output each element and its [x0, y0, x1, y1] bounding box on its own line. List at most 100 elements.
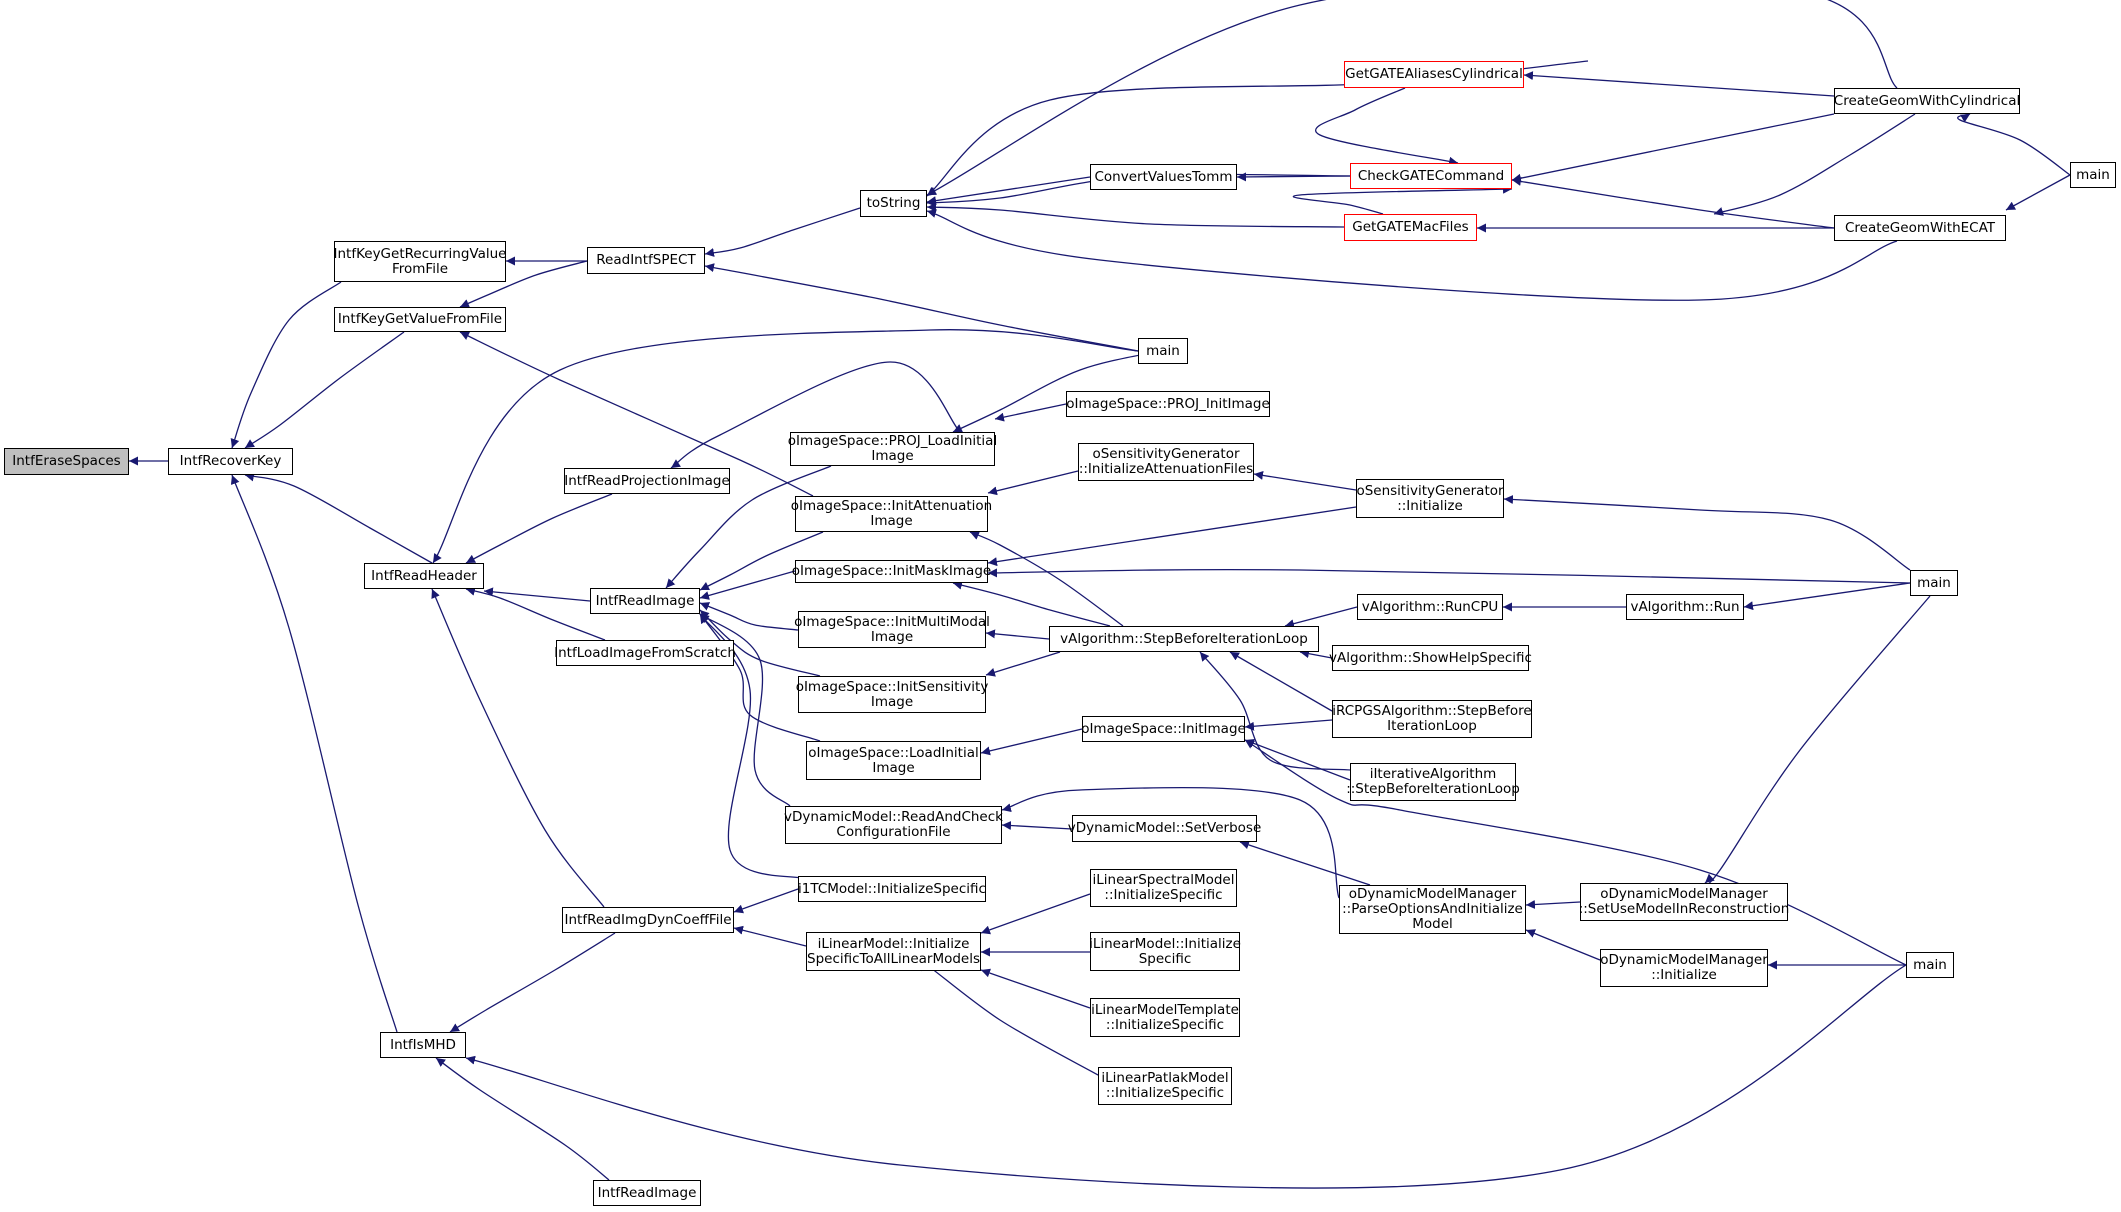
node-label-line: oImageSpace::InitMaskImage [791, 563, 992, 579]
function-node-ilinearspectralmodel-initializespecific-n30[interactable]: iLinearSpectralModel::InitializeSpecific [1090, 869, 1237, 907]
function-node-osensitivitygenerator-initializeattenuationfiles-n26[interactable]: oSensitivityGenerator::InitializeAttenua… [1078, 443, 1254, 481]
call-edge-n36-to-n34 [1292, 184, 1513, 215]
call-edge-n32-to-n23 [980, 968, 1091, 1009]
function-node-iiterativealgorithm-stepbeforeiterationloop-n41[interactable]: iIterativeAlgorithm::StepBeforeIteration… [1346, 763, 1520, 801]
function-node-tostring-n13[interactable]: toString [860, 190, 927, 217]
call-edge-n43-to-n13 [926, 0, 1898, 196]
function-node-odynamicmodelmanager-parseoptionsandinitializemodel-n42[interactable]: oDynamicModelManager::ParseOptionsAndIni… [1339, 885, 1526, 934]
call-edge-n27-to-n17 [952, 580, 1111, 627]
function-node-oimagespace-proj-initimage-n25[interactable]: oImageSpace::PROJ_InitImage [1066, 391, 1270, 417]
call-edge-n47-to-n42 [1525, 929, 1601, 961]
function-node-ilinearmodeltemplate-initializespecific-n32[interactable]: iLinearModelTemplate::InitializeSpecific [1090, 998, 1240, 1037]
call-edge-n9-to-n5 [483, 587, 591, 602]
node-label-line: ConfigurationFile [836, 824, 951, 840]
function-node-intferasespaces-n1[interactable]: IntfEraseSpaces [4, 448, 129, 475]
call-edge-n7-to-n4 [459, 260, 588, 308]
function-node-intfismhd-n6[interactable]: IntfIsMHD [380, 1032, 466, 1058]
node-label-line: vDynamicModel::ReadAndCheck [784, 809, 1003, 825]
node-label-line: toString [866, 195, 921, 211]
function-node-intfkeygetvaluefromfile-n4[interactable]: IntfKeyGetValueFromFile [334, 307, 506, 332]
node-label-line: ::Initialize [1397, 497, 1463, 514]
node-label-line: IntfKeyGetRecurringValue [333, 245, 507, 262]
function-node-creategeomwithecat-n44[interactable]: CreateGeomWithECAT [1834, 215, 2006, 241]
function-node-intfreadprojectionimage-n8[interactable]: IntfReadProjectionImage [564, 468, 730, 494]
function-node-odynamicmodelmanager-setusemodelinreconstruction-n46[interactable]: oDynamicModelManager::SetUseModelInRecon… [1579, 883, 1789, 921]
node-label-line: vAlgorithm::StepBeforeIterationLoop [1060, 630, 1308, 647]
function-node-odynamicmodelmanager-initialize-n47[interactable]: oDynamicModelManager::Initialize [1600, 949, 1768, 987]
function-node-getgatemacfiles-n36[interactable]: GetGATEMacFiles [1344, 214, 1477, 241]
node-label-line: i1TCModel::InitializeSpecific [798, 880, 986, 897]
node-label-line: Image [870, 513, 913, 529]
function-node-main-n49[interactable]: main [1910, 570, 1958, 596]
call-edge-n49-to-n37 [1503, 495, 1911, 571]
function-node-valgorithm-showhelpspecific-n39[interactable]: vAlgorithm::ShowHelpSpecific [1329, 645, 1532, 671]
call-edge-n41-to-n27 [1199, 651, 1351, 771]
function-node-oimagespace-initimage-n28[interactable]: oImageSpace::InitImage [1081, 716, 1246, 742]
node-label-line: ::ParseOptionsAndInitialize [1342, 901, 1523, 917]
node-label-line: Image [872, 759, 915, 776]
function-node-intfreadheader-n5[interactable]: IntfReadHeader [364, 563, 484, 589]
call-edge-n40-to-n27 [1229, 651, 1333, 712]
function-node-valgorithm-stepbeforeiterationloop-n27[interactable]: vAlgorithm::StepBeforeIterationLoop [1049, 626, 1319, 652]
call-edge-n39-to-n27 [1299, 649, 1333, 659]
node-label-line: iLinearPatlakModel [1101, 1070, 1229, 1086]
call-edge-n27-to-n16 [969, 531, 1124, 627]
call-edge-n4-to-n2 [244, 331, 405, 449]
node-label-line: CreateGeomWithECAT [1844, 219, 1996, 236]
function-node-vdynamicmodel-setverbose-n29[interactable]: vDynamicModel::SetVerbose [1068, 815, 1261, 842]
node-label-line: GetGATEAliasesCylindrical [1345, 66, 1523, 82]
call-edge-n14-to-n15 [952, 350, 1161, 433]
function-node-ilinearpatlakmodel-initializespecific-n33[interactable]: iLinearPatlakModel::InitializeSpecific [1098, 1067, 1232, 1105]
call-edge-n27-to-n18 [985, 629, 1050, 640]
function-node-main-n14[interactable]: main [1138, 338, 1188, 364]
call-edge-n16-to-n4 [459, 331, 814, 497]
node-label-line: IntfReadImgDynCoeffFile [564, 911, 732, 928]
node-label-line: GetGATEMacFiles [1352, 219, 1469, 235]
function-node-creategeomwithcylindrical-n43[interactable]: CreateGeomWithCylindrical [1834, 88, 2020, 114]
function-node-checkgatecommand-n34[interactable]: CheckGATECommand [1350, 163, 1512, 189]
function-node-valgorithm-run-n45[interactable]: vAlgorithm::Run [1626, 594, 1744, 620]
node-label-line: IntfReadProjectionImage [564, 472, 730, 489]
function-node-getgatealiasescylindrical-n35[interactable]: GetGATEAliasesCylindrical [1344, 61, 1524, 88]
node-label-line: IterationLoop [1387, 718, 1477, 734]
node-label-line: oImageSpace::InitMultiModal [794, 613, 990, 630]
function-node-readintfspect-n7[interactable]: ReadIntfSPECT [587, 247, 705, 274]
function-node-convertvaluestomm-n24[interactable]: ConvertValuesTomm [1090, 164, 1237, 190]
function-node-intfrecoverkey-n2[interactable]: IntfRecoverKey [168, 448, 293, 475]
call-edge-n13-to-n7 [704, 207, 861, 257]
function-node-intfloadimagefromscratch-n10[interactable]: IntfLoadImageFromScratch [554, 640, 736, 666]
function-node-main-n48[interactable]: main [2070, 162, 2116, 188]
function-node-intfreadimgdyncoefffile-n11[interactable]: IntfReadImgDynCoeffFile [562, 907, 734, 933]
call-edge-n14-to-n5 [432, 329, 1139, 564]
call-edge-n22-to-n11 [733, 888, 799, 914]
function-node-osensitivitygenerator-initialize-n37[interactable]: oSensitivityGenerator::Initialize [1356, 479, 1504, 518]
node-label-line: ::Initialize [1651, 967, 1717, 983]
node-label-line: iLinearModel::Initialize [1089, 935, 1241, 952]
node-label-line: SpecificToAllLinearModels [807, 950, 981, 967]
function-node-i1tcmodel-initializespecific-n22[interactable]: i1TCModel::InitializeSpecific [798, 876, 986, 902]
function-node-valgorithm-runcpu-n38[interactable]: vAlgorithm::RunCPU [1357, 594, 1503, 620]
node-label-line: IntfIsMHD [390, 1036, 456, 1053]
function-node-main-n50[interactable]: main [1906, 952, 1954, 978]
call-edge-n8-to-n5 [465, 493, 613, 564]
node-label-line: ::StepBeforeIterationLoop [1346, 781, 1520, 797]
call-edge-n21-to-n9 [699, 613, 791, 807]
node-label-line: vDynamicModel::SetVerbose [1067, 820, 1262, 836]
function-node-intfreadimage-n12[interactable]: IntfReadImage [593, 1180, 701, 1206]
function-node-oimagespace-initmaskimage-n17[interactable]: oImageSpace::InitMaskImage [791, 560, 992, 583]
function-node-intfreadimage-n9[interactable]: IntfReadImage [590, 588, 700, 614]
call-edge-n49-to-n45 [1743, 582, 1911, 611]
call-edge-n36-to-n13 [926, 202, 1345, 228]
call-edge-n10-to-n5 [465, 586, 606, 641]
